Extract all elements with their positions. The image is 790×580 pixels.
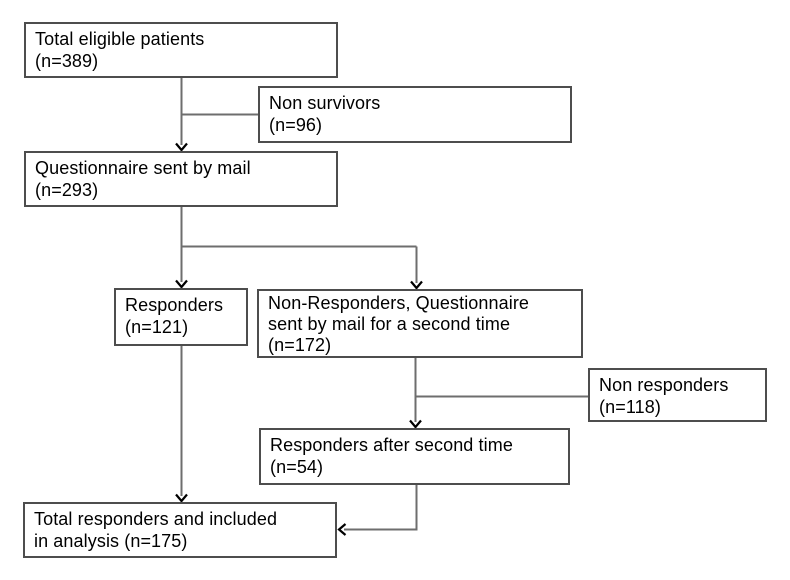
box-non-responders-final: Non responders (n=118) — [588, 368, 767, 422]
arrowhead-down-icon — [175, 142, 188, 152]
box-text-line: (n=121) — [125, 317, 189, 337]
box-text-line: in analysis (n=175) — [34, 531, 188, 551]
box-text-line: Responders after second time — [270, 435, 513, 455]
box-text-line: Questionnaire sent by mail — [35, 158, 251, 178]
box-text-line: sent by mail for a second time — [268, 314, 511, 334]
arrowhead-down-icon — [175, 279, 188, 289]
box-responders-first: Responders (n=121) — [114, 288, 248, 346]
box-non-survivors: Non survivors (n=96) — [258, 86, 572, 143]
box-text-line: (n=389) — [35, 51, 99, 71]
box-text-line: (n=172) — [268, 335, 332, 355]
box-responders-after-second: Responders after second time (n=54) — [259, 428, 570, 485]
arrowhead-down-icon — [175, 493, 188, 503]
box-text-line: Non responders — [599, 375, 729, 395]
box-total-eligible: Total eligible patients (n=389) — [24, 22, 338, 78]
box-total-responders-analysis: Total responders and included in analysi… — [23, 502, 337, 558]
arrowhead-left-icon — [337, 523, 347, 536]
box-text-line: (n=96) — [269, 115, 323, 135]
box-text-line: Non-Responders, Questionnaire — [268, 293, 530, 313]
arrowhead-down-icon — [409, 419, 422, 429]
box-text-line: Non survivors — [269, 93, 381, 113]
box-text-line: Responders — [125, 295, 224, 315]
box-text-line: Total eligible patients — [35, 29, 205, 49]
box-non-responders-second-mail: Non-Responders, Questionnaire sent by ma… — [257, 289, 583, 358]
box-text-line: (n=293) — [35, 180, 99, 200]
box-text-line: (n=54) — [270, 457, 324, 477]
box-text-line: (n=118) — [599, 397, 661, 417]
box-questionnaire-sent: Questionnaire sent by mail (n=293) — [24, 151, 338, 207]
box-text-line: Total responders and included — [34, 509, 278, 529]
arrowhead-down-icon — [410, 280, 423, 290]
